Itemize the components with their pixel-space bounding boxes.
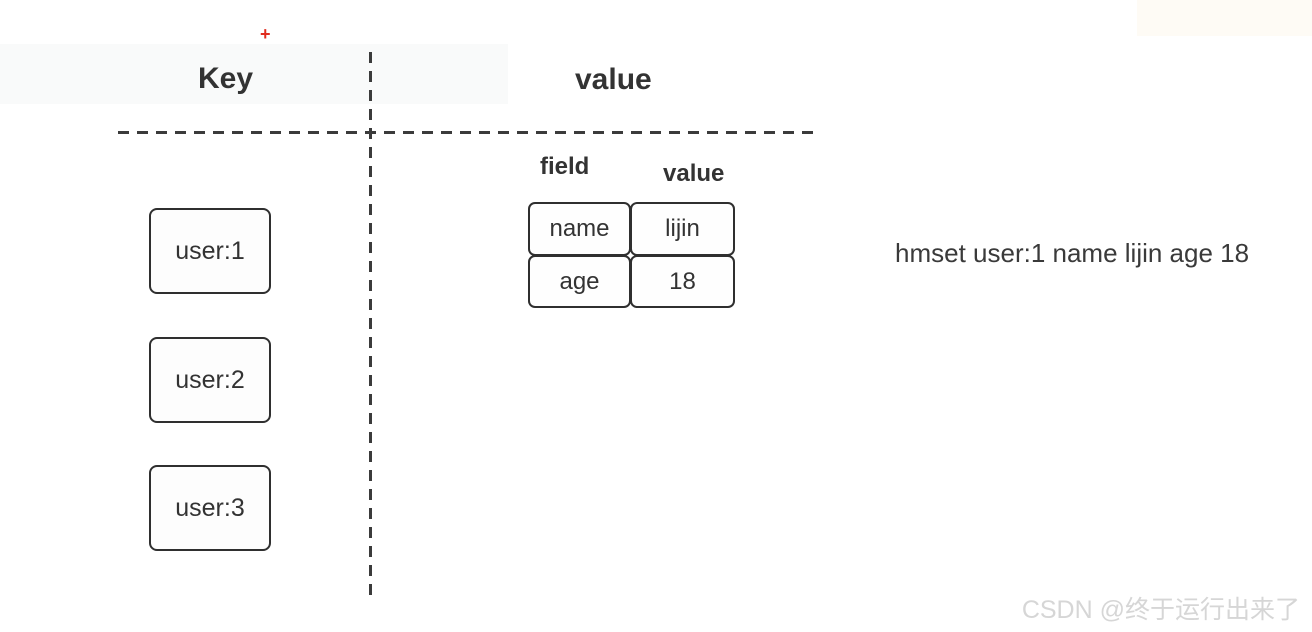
vertical-dashed-divider <box>369 52 372 595</box>
csdn-watermark: CSDN @终于运行出来了 <box>1021 596 1300 624</box>
hmset-command-annotation: hmset user:1 name lijin age 18 <box>895 238 1250 268</box>
key-node-user3: user:3 <box>149 465 271 551</box>
horizontal-dashed-divider <box>118 131 820 134</box>
background-shade-band <box>0 44 508 104</box>
key-node-user1: user:1 <box>149 208 271 294</box>
table-cell-field-name: name <box>528 202 631 256</box>
key-node-user2: user:2 <box>149 337 271 423</box>
cursor-crosshair-icon: + <box>260 24 271 44</box>
table-cell-value-18: 18 <box>630 255 735 308</box>
value-column-header: value <box>575 63 652 96</box>
hash-field-value-table: name lijin age 18 <box>528 202 735 308</box>
table-cell-field-age: age <box>528 255 631 308</box>
table-column-header-value: value <box>663 160 725 187</box>
table-cell-value-lijin: lijin <box>630 202 735 256</box>
key-column-header: Key <box>198 62 254 95</box>
table-column-header-field: field <box>540 153 590 180</box>
background-shade-band <box>1137 0 1312 36</box>
